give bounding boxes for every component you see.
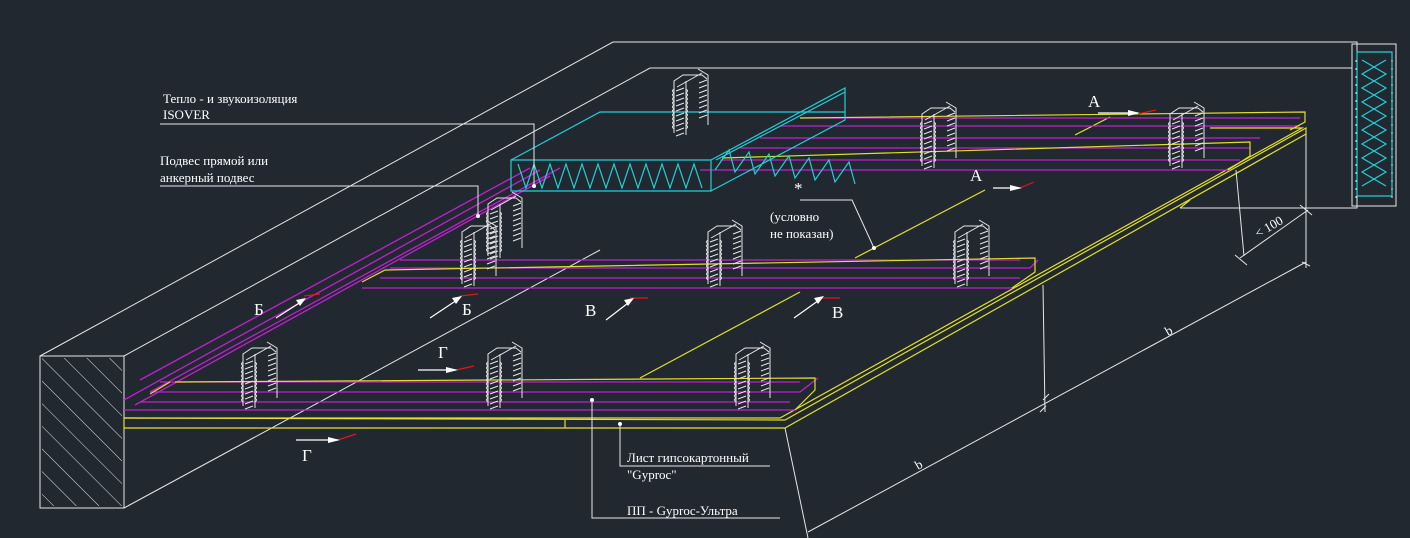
hanger-label: Подвес прямой или — [160, 153, 268, 168]
hanger — [920, 101, 957, 170]
dim-b-label: b — [1162, 322, 1175, 338]
hanger — [706, 219, 743, 288]
profile-label: ПП - Gyproc-Ультра — [627, 503, 738, 518]
labels: Тепло - и звукоизоляция ISOVER Подвес пр… — [160, 91, 1286, 518]
not-shown-label: (условно — [770, 209, 819, 224]
section-mark-v-2: В — [832, 303, 843, 322]
section-mark-g: Г — [438, 343, 448, 362]
dim-b-label-2: b — [912, 456, 925, 472]
section-mark-b-2: Б — [462, 300, 472, 319]
dim-100-label: < 100 — [1252, 213, 1286, 241]
channels — [149, 111, 1306, 411]
asterisk-mark: * — [794, 179, 803, 198]
room-outline — [39, 41, 1358, 509]
drywall-label: Лист гипсокартонный — [627, 450, 749, 465]
right-wall-insulation — [1351, 43, 1397, 207]
hangers — [241, 68, 1205, 410]
not-shown-label-2: не показан) — [770, 226, 834, 241]
hanger — [486, 341, 523, 410]
section-arrows — [275, 109, 1157, 443]
insulation-brand: ISOVER — [163, 107, 210, 122]
section-mark-v: В — [585, 301, 596, 320]
leaders — [160, 123, 876, 519]
hanger — [241, 341, 278, 410]
dimensions — [784, 134, 1313, 538]
hanger — [672, 68, 709, 137]
hanger — [486, 191, 523, 260]
insulation-block — [510, 86, 856, 192]
insulation-label: Тепло - и звукоизоляция — [163, 91, 297, 106]
hanger — [953, 219, 990, 288]
section-mark-g-2: Г — [302, 446, 312, 465]
section-mark-a-2: А — [970, 166, 983, 185]
drywall-brand: "Gyproc" — [627, 467, 677, 482]
hanger-label-2: анкерный подвес — [160, 170, 255, 185]
hanger — [734, 341, 771, 410]
hanger — [1168, 101, 1205, 170]
section-mark-b: Б — [254, 300, 264, 319]
profiles — [123, 117, 1300, 411]
section-mark-a: А — [1088, 92, 1101, 111]
